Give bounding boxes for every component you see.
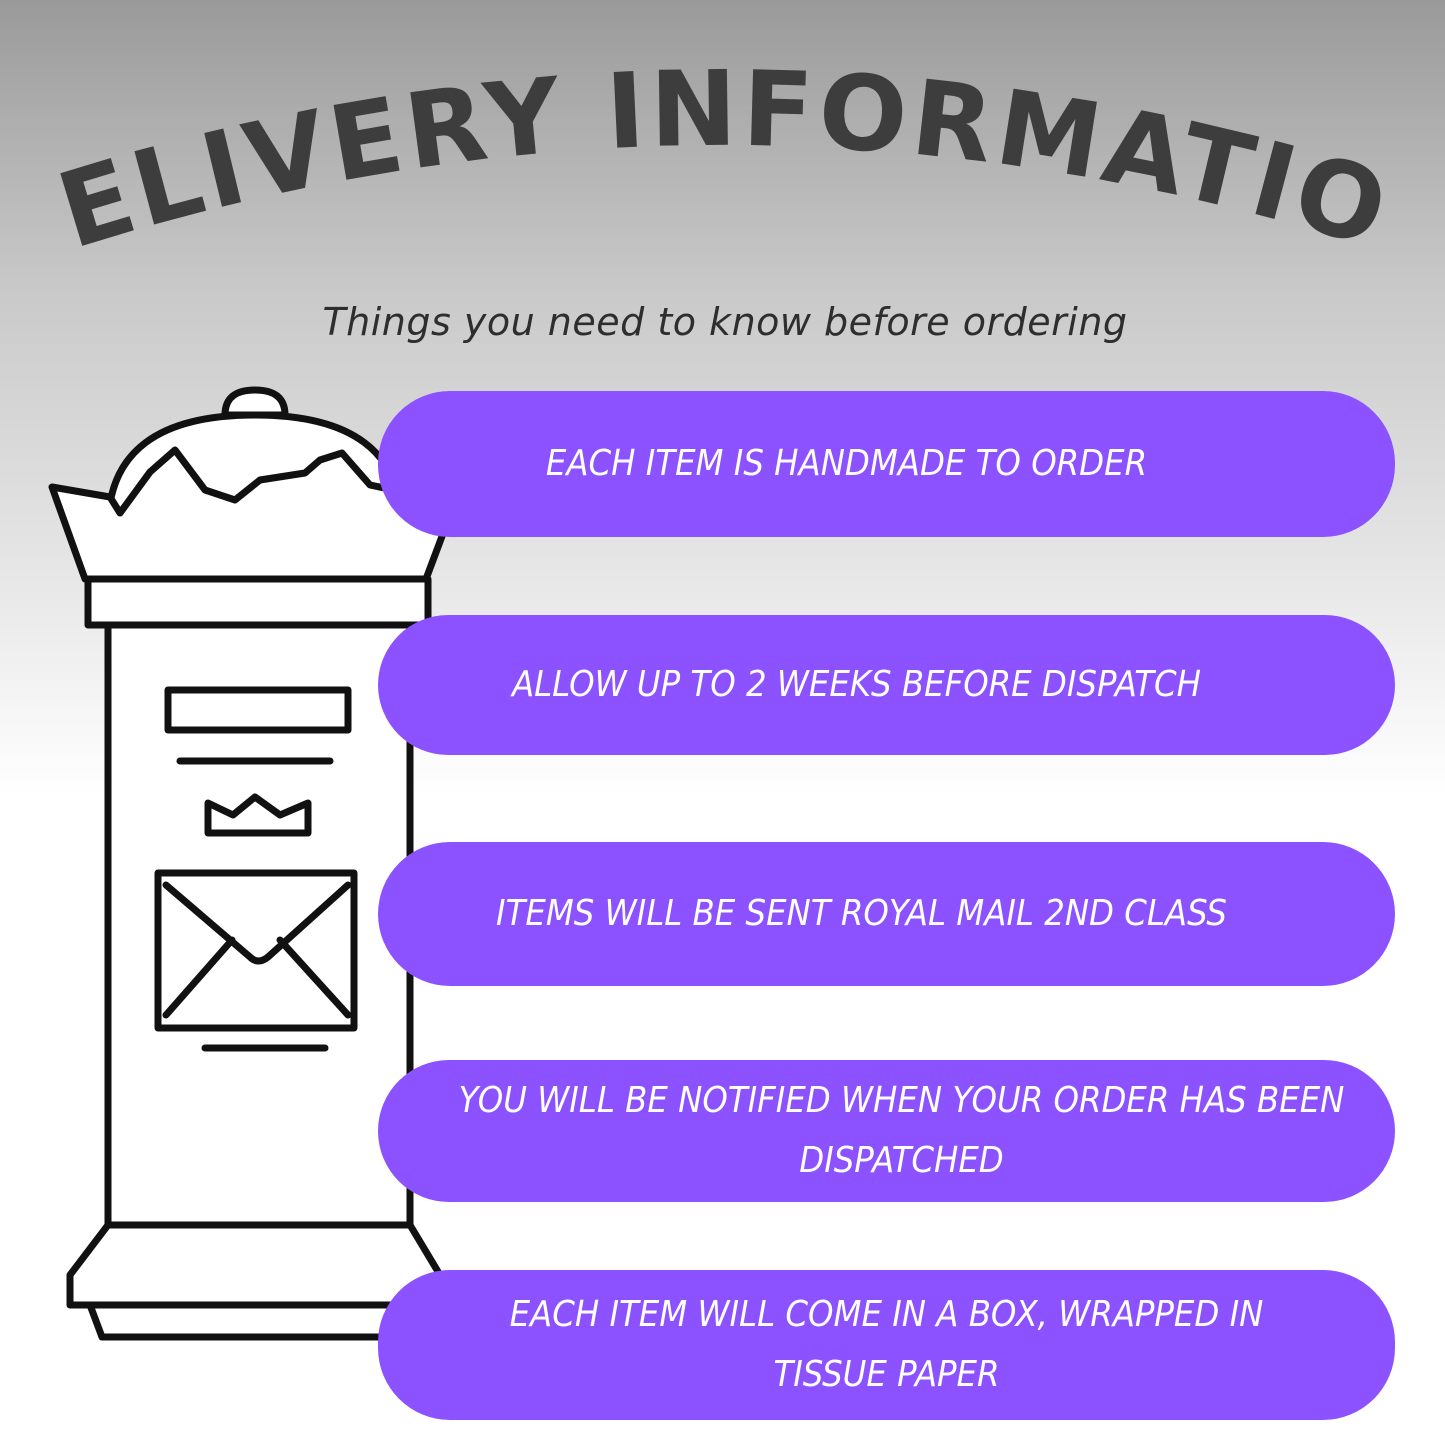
page-title: DELIVERY INFORMATION [0,0,1404,273]
subtitle: Things you need to know before ordering [322,300,1128,344]
info-item-notification: YOU WILL BE NOTIFIED WHEN YOUR ORDER HAS… [378,1060,1395,1202]
info-item-dispatch-time: ALLOW UP TO 2 WEEKS BEFORE DISPATCH [378,615,1395,755]
svg-text:DELIVERY INFORMATION: DELIVERY INFORMATION [0,0,1404,273]
post-box-icon [48,386,466,1341]
info-item-text: YOU WILL BE NOTIFIED WHEN YOUR ORDER HAS… [458,1080,1345,1181]
info-item-text: ALLOW UP TO 2 WEEKS BEFORE DISPATCH [511,664,1202,705]
info-item-handmade: EACH ITEM IS HANDMADE TO ORDER [378,391,1395,537]
info-item-packaging: EACH ITEM WILL COME IN A BOX, WRAPPED IN… [378,1270,1395,1420]
info-item-royal-mail: ITEMS WILL BE SENT ROYAL MAIL 2ND CLASS [378,842,1395,986]
info-item-text: EACH ITEM WILL COME IN A BOX, WRAPPED IN… [509,1294,1264,1395]
info-item-text: ITEMS WILL BE SENT ROYAL MAIL 2ND CLASS [496,893,1227,934]
page-title-text: DELIVERY INFORMATION [0,0,1400,273]
info-item-text: EACH ITEM IS HANDMADE TO ORDER [545,443,1148,484]
